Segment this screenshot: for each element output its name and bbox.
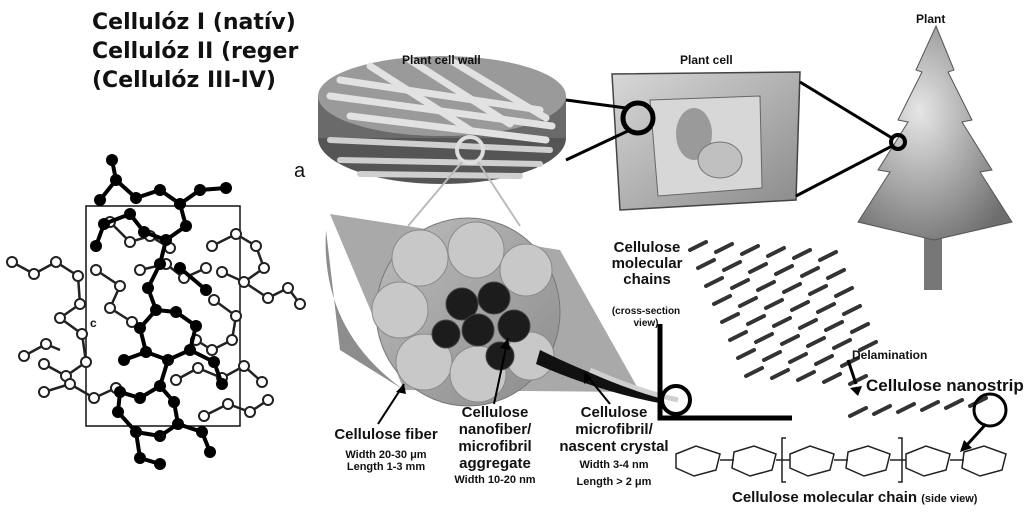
molecular-chain-mark xyxy=(714,242,734,254)
molecular-chain-mark xyxy=(792,248,812,260)
molecular-chain-mark xyxy=(848,374,868,386)
molecular-chain-mark xyxy=(772,316,792,328)
molecular-chain-mark xyxy=(744,366,764,378)
molecular-chain-mark xyxy=(730,278,750,290)
molecular-chain-mark xyxy=(688,240,708,252)
label-cellulose-microfibril: Cellulose microfibril/ nascent crystal W… xyxy=(559,404,669,488)
molecular-chain-mark xyxy=(782,282,802,294)
molecular-chain-mark xyxy=(748,262,768,274)
molecular-chain-mark xyxy=(800,266,820,278)
molecular-chain-mark xyxy=(814,354,834,366)
molecular-chain-mark xyxy=(766,246,786,258)
molecular-chain-mark xyxy=(754,332,774,344)
molecular-chain-mark xyxy=(720,312,740,324)
molecular-chain-mark xyxy=(746,314,766,326)
label-cross-section-view: (cross-section view) xyxy=(611,306,681,329)
molecular-chain-mark xyxy=(824,320,844,332)
label-cellulose-nanostrip: Cellulose nanostrip xyxy=(866,376,1024,395)
molecular-chain-mark xyxy=(764,298,784,310)
label-cellulose-fiber: Cellulose fiber Width 20-30 μm Length 1-… xyxy=(334,426,438,473)
molecular-chain-mark xyxy=(770,368,790,380)
label-cellulose-nanofiber: Cellulose nanofiber/ microfibril aggrega… xyxy=(454,404,536,486)
molecular-chain-mark xyxy=(858,340,878,352)
molecular-chain-mark xyxy=(780,334,800,346)
nanostrip-chain-mark xyxy=(944,398,964,410)
molecular-chain-mark xyxy=(808,284,828,296)
crystal-unit-cell xyxy=(6,154,306,470)
axis-label-a: a xyxy=(158,428,165,442)
nanostrip-chain-mark xyxy=(920,400,940,412)
tree-illustration xyxy=(857,24,1013,290)
molecular-chain-mark xyxy=(790,300,810,312)
nanostrip-chain-mark xyxy=(872,404,892,416)
molecular-chain-mark xyxy=(728,330,748,342)
molecular-chain-mark xyxy=(740,244,760,256)
nanostrip-chain-mark xyxy=(896,402,916,414)
label-plant-cell-wall: Plant cell wall xyxy=(402,53,481,67)
plant-cell-wall-illustration xyxy=(318,56,566,184)
molecular-chain-mark xyxy=(712,294,732,306)
molecular-chain-mark xyxy=(826,268,846,280)
title-cellulose-i: Cellulóz I (natív) xyxy=(92,10,296,35)
molecular-chain-mark xyxy=(822,372,842,384)
molecular-chain-mark xyxy=(834,286,854,298)
title-block: Cellulóz I (natív) Cellulóz II (reger (C… xyxy=(92,8,324,95)
molecular-chain-mark xyxy=(796,370,816,382)
molecular-chain-mark xyxy=(704,276,724,288)
title-cellulose-iii-iv: (Cellulóz III-IV) xyxy=(92,68,276,93)
molecular-chains-array xyxy=(688,240,878,386)
molecular-chain-mark xyxy=(842,304,862,316)
molecular-chain-mark xyxy=(722,260,742,272)
label-plant: Plant xyxy=(916,12,946,26)
molecular-chain-mark xyxy=(816,302,836,314)
molecular-chain-mark xyxy=(850,322,870,334)
nanostrip-chain-mark xyxy=(968,396,988,408)
molecular-chain-mark xyxy=(756,280,776,292)
molecular-chain-mark xyxy=(696,258,716,270)
molecular-chain-mark xyxy=(798,318,818,330)
molecular-chain-mark xyxy=(738,296,758,308)
panel-letter-a: a xyxy=(294,160,306,182)
plant-cell-illustration xyxy=(611,71,801,211)
cellulose-fiber-illustration xyxy=(325,214,692,416)
label-plant-cell: Plant cell xyxy=(680,53,733,67)
axis-label-c: c xyxy=(90,316,97,330)
molecular-chain-mark xyxy=(762,350,782,362)
molecular-chain-mark xyxy=(736,348,756,360)
molecular-chain-side-view xyxy=(675,437,1007,483)
label-delamination: Delamination xyxy=(852,348,928,362)
label-molecular-chain-side-view: Cellulose molecular chain (side view) xyxy=(732,489,978,506)
molecular-chain-mark xyxy=(832,338,852,350)
title-cellulose-ii: Cellulóz II (reger xyxy=(92,39,299,64)
molecular-chain-mark xyxy=(818,250,838,262)
label-molecular-chains: Cellulose molecular chains xyxy=(611,239,683,288)
molecular-chain-mark xyxy=(806,336,826,348)
nanostrip-chains xyxy=(848,396,988,418)
molecular-chain-mark xyxy=(774,264,794,276)
molecular-chain-mark xyxy=(788,352,808,364)
nanostrip-chain-mark xyxy=(848,406,868,418)
